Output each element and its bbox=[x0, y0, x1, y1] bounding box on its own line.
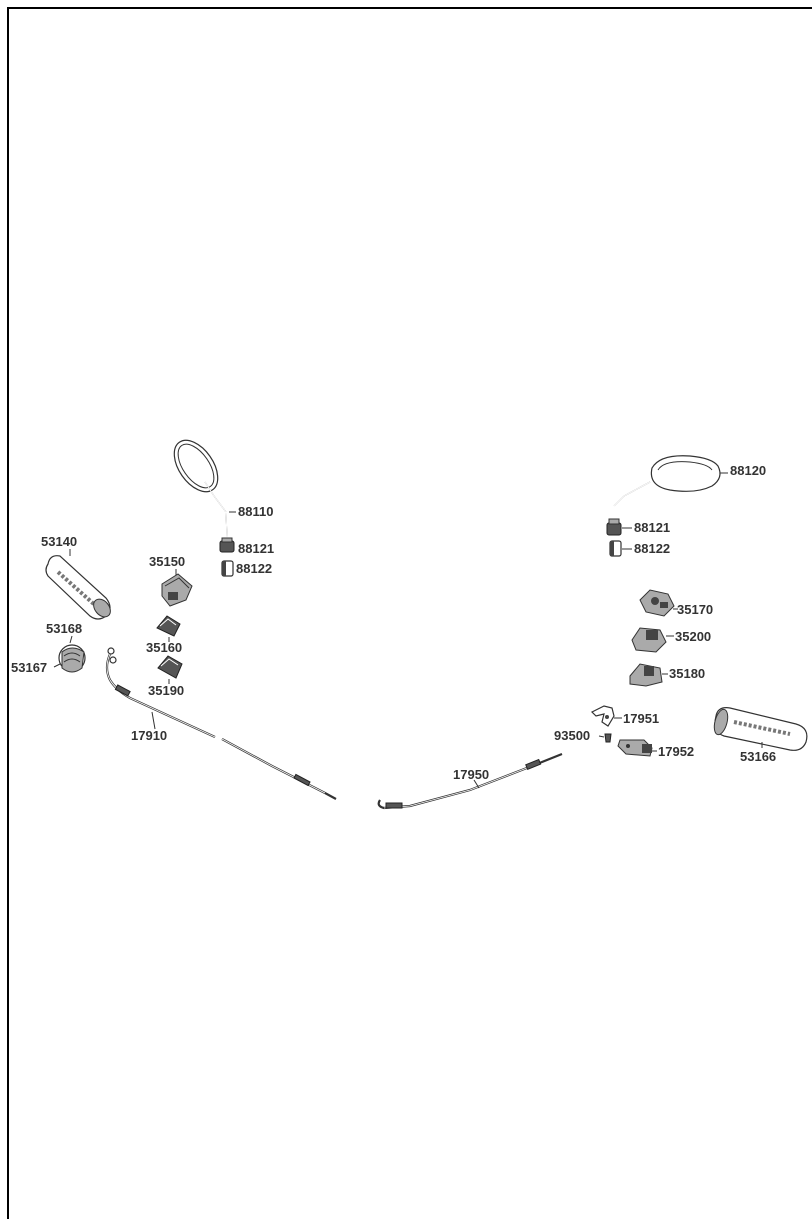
left-switch-drawing bbox=[156, 615, 181, 637]
part-label-35160: 35160 bbox=[146, 640, 182, 655]
throttle-cable-drawing bbox=[105, 647, 337, 800]
right-switch-drawing bbox=[631, 627, 667, 653]
part-label-88122-right: 88122 bbox=[634, 541, 670, 556]
left-mirror-drawing bbox=[173, 439, 236, 539]
throttle-assembly-drawing bbox=[58, 644, 86, 673]
screw-drawing bbox=[604, 733, 612, 743]
part-label-17951: 17951 bbox=[623, 711, 659, 726]
left-mirror-adapter-drawing bbox=[221, 560, 234, 577]
part-label-17910: 17910 bbox=[131, 728, 167, 743]
lever-holder-drawing bbox=[617, 739, 653, 757]
part-label-88122-left: 88122 bbox=[236, 561, 272, 576]
diagram-frame bbox=[7, 7, 812, 1219]
right-switch-housing-drawing bbox=[639, 589, 675, 617]
part-label-53140: 53140 bbox=[41, 534, 77, 549]
left-mirror-nut-drawing bbox=[219, 537, 235, 553]
part-label-35150: 35150 bbox=[149, 554, 185, 569]
right-grip-drawing bbox=[713, 707, 808, 751]
part-label-53168: 53168 bbox=[46, 621, 82, 636]
right-mirror-adapter-drawing bbox=[609, 540, 622, 557]
part-label-35190: 35190 bbox=[148, 683, 184, 698]
part-label-88121-left: 88121 bbox=[238, 541, 274, 556]
part-label-35170: 35170 bbox=[677, 602, 713, 617]
part-label-88121-right: 88121 bbox=[634, 520, 670, 535]
brake-cable-drawing bbox=[377, 752, 563, 810]
part-label-93500: 93500 bbox=[554, 728, 590, 743]
left-grip-drawing bbox=[45, 555, 111, 620]
part-label-35200: 35200 bbox=[675, 629, 711, 644]
part-label-17950: 17950 bbox=[453, 767, 489, 782]
right-mirror-drawing bbox=[613, 455, 728, 520]
part-label-53166: 53166 bbox=[740, 749, 776, 764]
part-label-88120: 88120 bbox=[730, 463, 766, 478]
right-switch-lower-drawing bbox=[629, 663, 663, 687]
left-switch-housing-drawing bbox=[161, 573, 193, 607]
part-label-53167: 53167 bbox=[11, 660, 47, 675]
part-label-17952: 17952 bbox=[658, 744, 694, 759]
right-mirror-nut-drawing bbox=[606, 518, 622, 536]
left-switch-lower-drawing bbox=[157, 655, 183, 679]
part-label-35180: 35180 bbox=[669, 666, 705, 681]
lever-bracket-drawing bbox=[590, 705, 615, 727]
part-label-88110: 88110 bbox=[238, 504, 273, 519]
